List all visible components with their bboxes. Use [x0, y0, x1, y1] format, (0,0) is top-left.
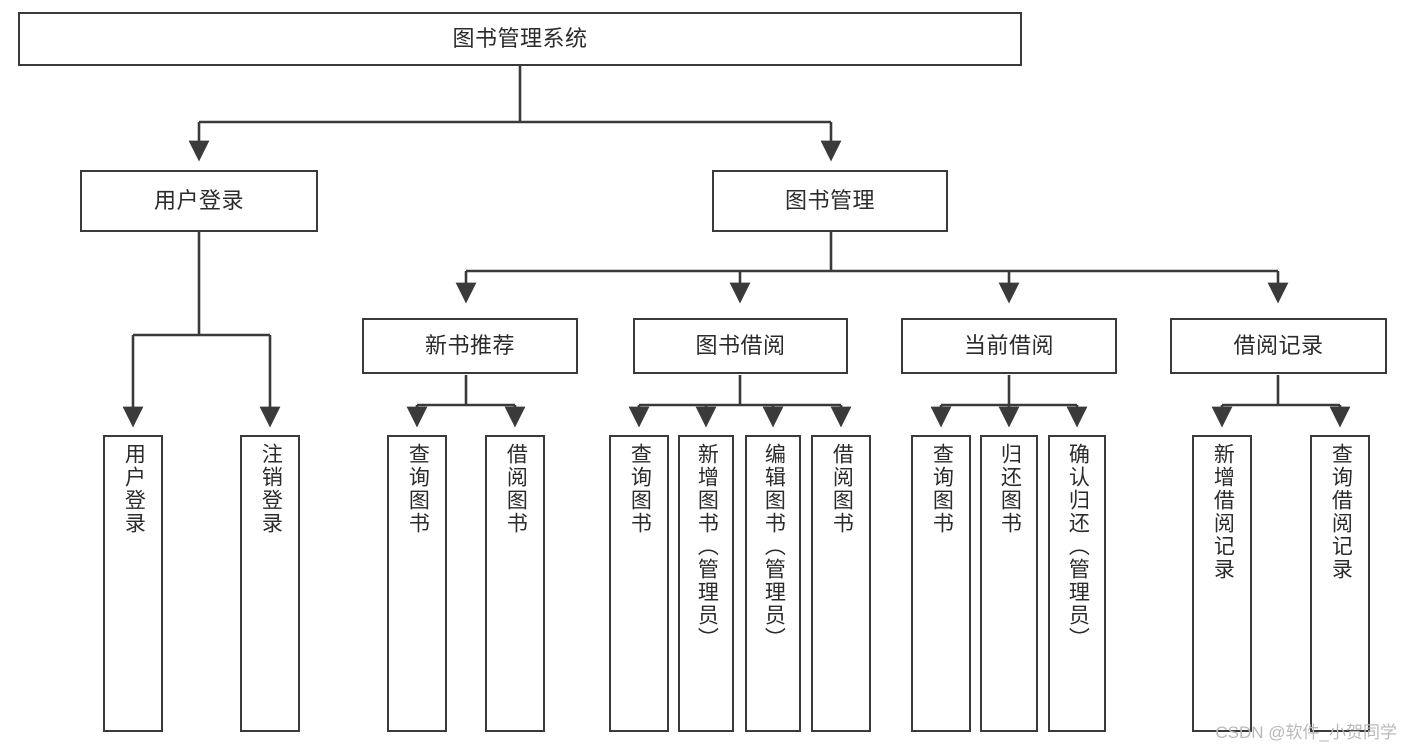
node-label: 查询借阅记录 — [1329, 443, 1353, 581]
node-book-management[interactable]: 图书管理 — [712, 170, 948, 232]
node-current-borrow[interactable]: 当前借阅 — [901, 318, 1117, 374]
leaf-new-book-query[interactable]: 查询图书 — [387, 435, 447, 732]
node-root-book-management-system[interactable]: 图书管理系统 — [18, 12, 1022, 66]
node-label: 图书管理系统 — [452, 26, 588, 52]
leaf-book-borrow-query[interactable]: 查询图书 — [609, 435, 669, 732]
watermark: CSDN @软件_小贺同学 — [1215, 723, 1397, 742]
leaf-book-borrow-add[interactable]: 新增图书（管理员） — [678, 435, 734, 732]
node-book-borrow[interactable]: 图书借阅 — [633, 318, 848, 374]
node-label: 新增图书（管理员） — [695, 443, 719, 650]
node-label: 查询图书 — [930, 443, 954, 535]
node-label: 查询图书 — [406, 443, 430, 535]
node-label: 归还图书 — [998, 443, 1022, 535]
node-label: 借阅图书 — [830, 443, 854, 535]
leaf-current-borrow-confirm-return[interactable]: 确认归还（管理员） — [1048, 435, 1106, 732]
node-new-book-recommend[interactable]: 新书推荐 — [362, 318, 578, 374]
node-label: 借阅图书 — [504, 443, 528, 535]
node-label: 编辑图书（管理员） — [762, 443, 786, 650]
node-label: 借阅记录 — [1233, 333, 1324, 359]
leaf-user-login-logout[interactable]: 注销登录 — [240, 435, 300, 732]
leaf-book-borrow-edit[interactable]: 编辑图书（管理员） — [745, 435, 801, 732]
leaf-current-borrow-return[interactable]: 归还图书 — [980, 435, 1038, 732]
leaf-new-book-borrow[interactable]: 借阅图书 — [485, 435, 545, 732]
node-label: 用户登录 — [153, 188, 244, 214]
leaf-borrow-record-query[interactable]: 查询借阅记录 — [1310, 435, 1370, 732]
node-user-login[interactable]: 用户登录 — [80, 170, 318, 232]
leaf-user-login-login[interactable]: 用户登录 — [103, 435, 163, 732]
leaf-borrow-record-add[interactable]: 新增借阅记录 — [1192, 435, 1252, 732]
node-label: 图书管理 — [784, 188, 875, 214]
node-label: 新增借阅记录 — [1211, 443, 1235, 581]
node-label: 注销登录 — [259, 443, 283, 535]
leaf-current-borrow-query[interactable]: 查询图书 — [911, 435, 971, 732]
node-borrow-record[interactable]: 借阅记录 — [1170, 318, 1387, 374]
node-label: 当前借阅 — [963, 333, 1054, 359]
node-label: 查询图书 — [628, 443, 652, 535]
node-label: 用户登录 — [122, 443, 146, 535]
leaf-book-borrow-borrow[interactable]: 借阅图书 — [811, 435, 871, 732]
node-label: 确认归还（管理员） — [1066, 443, 1090, 650]
node-label: 新书推荐 — [424, 333, 515, 359]
node-label: 图书借阅 — [695, 333, 786, 359]
